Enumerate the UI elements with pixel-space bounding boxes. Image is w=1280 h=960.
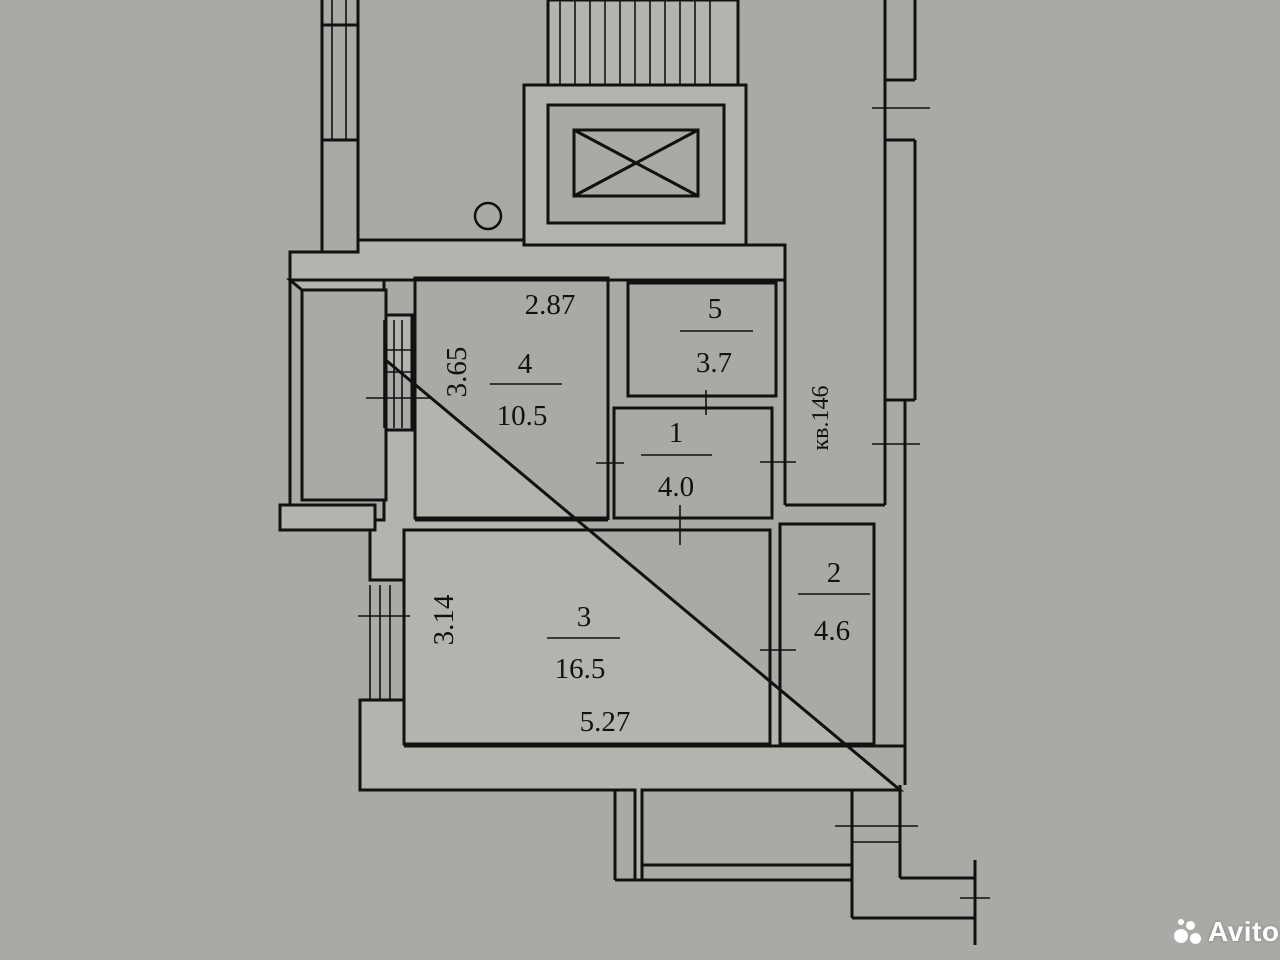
room-3-label: 3 16.5 xyxy=(547,601,620,685)
room-3-number: 3 xyxy=(577,601,592,633)
door-marks xyxy=(596,390,796,651)
window-room3 xyxy=(358,585,410,700)
right-wall xyxy=(872,0,930,785)
apartment-label: кв.146 xyxy=(808,386,834,451)
room-1-number: 1 xyxy=(669,417,684,449)
room-4-label: 4 10.5 xyxy=(490,348,562,432)
room-2-number: 2 xyxy=(827,557,842,589)
room-1-area: 4.0 xyxy=(658,471,694,503)
riser-symbol xyxy=(473,201,503,231)
window-room4 xyxy=(366,320,430,428)
dimension-room4-depth: 3.65 xyxy=(441,347,473,398)
room-4-area: 10.5 xyxy=(497,400,548,432)
room-2-label: 2 4.6 xyxy=(798,557,870,647)
room-2 xyxy=(778,522,876,746)
room-5-number: 5 xyxy=(708,293,723,325)
dimension-room4-width: 2.87 xyxy=(525,289,576,321)
room-3-area: 16.5 xyxy=(555,653,606,685)
watermark-text: Avito xyxy=(1208,916,1280,947)
room-3 xyxy=(402,528,772,746)
balcony-left xyxy=(278,278,905,882)
avito-logo-icon xyxy=(1172,917,1202,947)
upper-left-wall xyxy=(320,0,360,255)
dimension-room3-depth: 3.14 xyxy=(428,594,460,645)
loggia-bottom xyxy=(613,785,990,945)
room-5-area: 3.7 xyxy=(696,347,732,379)
dimension-room3-width: 5.27 xyxy=(580,706,631,738)
room-2-area: 4.6 xyxy=(814,615,850,647)
corridor-wall xyxy=(288,238,787,282)
staircase xyxy=(546,0,740,87)
elevator-shaft xyxy=(522,83,748,247)
avito-watermark: Avito xyxy=(1172,916,1279,948)
room-5-label: 5 3.7 xyxy=(680,293,753,379)
room-1-label: 1 4.0 xyxy=(641,417,712,503)
room-5 xyxy=(626,281,778,398)
room-4-number: 4 xyxy=(518,348,533,380)
